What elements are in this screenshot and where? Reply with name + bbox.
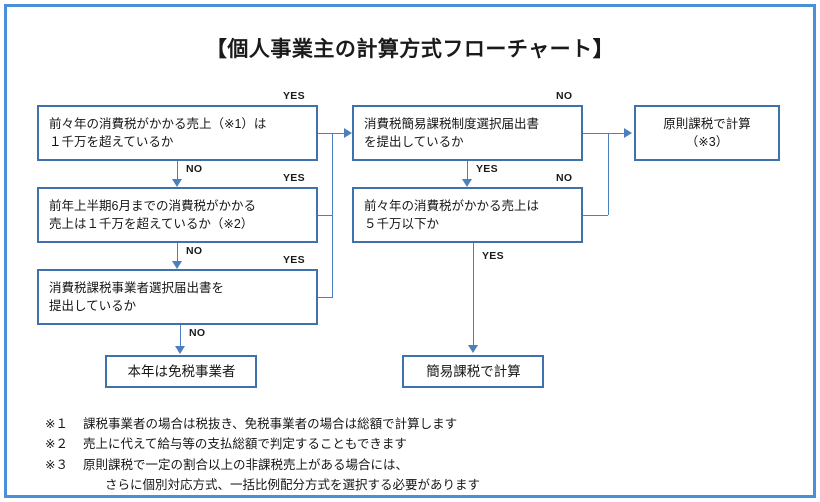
footnote-text-2: 売上に代えて給与等の支払総額で判定することもできます [83, 437, 407, 452]
footnotes: ※１ 課税事業者の場合は税抜き、免税事業者の場合は総額で計算します ※２ 売上に… [45, 414, 785, 495]
connector-left3-to-exempt [180, 325, 181, 347]
arrow-left3-to-exempt [175, 346, 185, 354]
result-box-standard-taxation[interactable]: 原則課税で計算 （※3） [634, 105, 780, 161]
arrow-mid2-to-simplified [468, 345, 478, 353]
footnote-row-3: ※３ 原則課税で一定の割合以上の非課税売上がある場合には、 [45, 455, 785, 475]
question-box-line-1: 消費税簡易課税制度選択届出書 [364, 116, 540, 131]
connector-mid1-to-mid2 [467, 161, 468, 180]
result-box-line-1: 簡易課税で計算 [426, 363, 521, 379]
question-box-line-2: ５千万以下か [364, 217, 440, 231]
arrow-left1-to-left2 [172, 179, 182, 187]
edge-label-no-left-2: NO [186, 245, 203, 257]
connector-mid2-to-simplified [473, 243, 474, 346]
page-title: 【個人事業主の計算方式フローチャート】 [205, 38, 615, 61]
connector-left1-to-left2 [177, 161, 178, 180]
edge-label-no-mid-2: NO [556, 172, 573, 184]
edge-label-yes-mid-2: YES [482, 250, 504, 262]
result-box-line-1: 原則課税で計算 [663, 116, 751, 131]
question-box-simplified-tax-election-form[interactable]: 消費税簡易課税制度選択届出書 を提出しているか [352, 105, 583, 161]
footnote-mark-1: ※１ [45, 417, 68, 431]
connector-mid-no-to-result [608, 133, 625, 134]
connector-mid1-no-stub [583, 133, 608, 134]
footnote-mark-3: ※３ [45, 457, 68, 472]
edge-label-no-mid-1: NO [556, 90, 573, 102]
question-box-line-2: 提出しているか [49, 299, 137, 313]
result-box-simplified-taxation[interactable]: 簡易課税で計算 [402, 355, 544, 388]
arrow-left-yes-to-mid1 [344, 128, 352, 138]
connector-mid2-no-stub [583, 215, 608, 216]
footnote-continuation: さらに個別対応方式、一括比例配分方式を選択する必要があります [105, 477, 481, 492]
question-box-line-2: 売上は１千万を超えているか（※2） [49, 217, 254, 231]
footnote-row-1: ※１ 課税事業者の場合は税抜き、免税事業者の場合は総額で計算します [45, 414, 785, 434]
result-box-line-1: 本年は免税事業者 [127, 363, 236, 379]
question-box-line-1: 前々年の消費税がかかる売上（※1）は [49, 116, 267, 131]
result-box-line-2: （※3） [685, 135, 729, 149]
question-box-previous-previous-year-sales[interactable]: 前々年の消費税がかかる売上（※1）は １千万を超えているか [37, 105, 318, 161]
arrow-mid-no-to-result [624, 128, 632, 138]
footnote-row-2: ※２ 売上に代えて給与等の支払総額で判定することもできます [45, 434, 785, 454]
connector-left-yes-bus [332, 133, 333, 297]
connector-left2-to-left3 [177, 243, 178, 262]
arrow-left2-to-left3 [172, 261, 182, 269]
connector-left2-yes-stub [318, 215, 333, 216]
footnote-text-3: 原則課税で一定の割合以上の非課税売上がある場合には、 [83, 457, 409, 472]
connector-mid-no-bus [608, 133, 609, 215]
result-box-tax-exempt-business[interactable]: 本年は免税事業者 [105, 355, 257, 388]
question-box-line-1: 前年上半期6月までの消費税がかかる [49, 198, 256, 213]
question-box-sales-under-50-million[interactable]: 前々年の消費税がかかる売上は ５千万以下か [352, 187, 583, 243]
footnote-text-1: 課税事業者の場合は税抜き、免税事業者の場合は総額で計算します [83, 417, 458, 431]
question-box-taxable-business-election-form[interactable]: 消費税課税事業者選択届出書を 提出しているか [37, 269, 318, 325]
footnote-mark-2: ※２ [45, 437, 68, 452]
edge-label-yes-mid-1: YES [476, 163, 498, 175]
connector-left3-yes-stub [318, 297, 333, 298]
edge-label-no-left-1: NO [186, 163, 203, 175]
edge-label-yes-left-1: YES [283, 90, 305, 102]
question-box-line-2: を提出しているか [364, 135, 464, 149]
connector-left1-yes-stub [318, 133, 333, 134]
question-box-first-half-previous-year-sales[interactable]: 前年上半期6月までの消費税がかかる 売上は１千万を超えているか（※2） [37, 187, 318, 243]
arrow-mid1-to-mid2 [462, 179, 472, 187]
question-box-line-1: 前々年の消費税がかかる売上は [364, 198, 540, 213]
edge-label-yes-left-3: YES [283, 254, 305, 266]
question-box-line-2: １千万を超えているか [49, 135, 174, 149]
edge-label-no-left-3: NO [189, 327, 206, 339]
connector-left-yes-to-mid1 [332, 133, 345, 134]
edge-label-yes-left-2: YES [283, 172, 305, 184]
question-box-line-1: 消費税課税事業者選択届出書を [49, 280, 225, 295]
